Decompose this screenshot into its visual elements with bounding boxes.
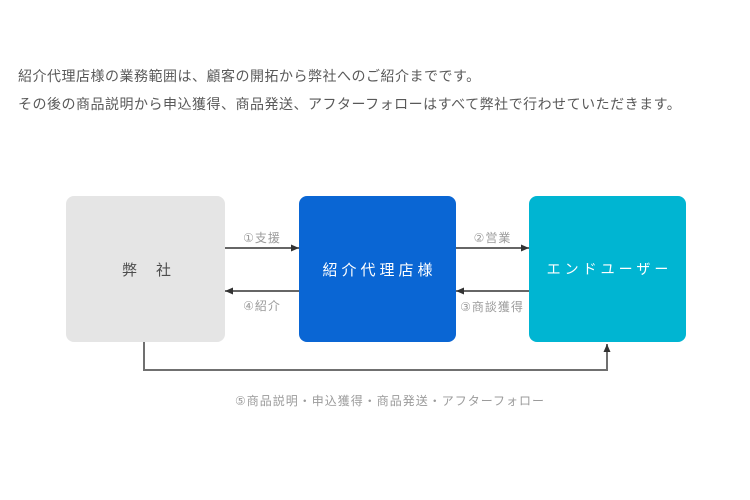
node-end-user-label: エンドユーザー <box>546 261 673 277</box>
node-end-user: エンドユーザー <box>529 196 686 342</box>
arrow-label-sales: ②営業 <box>473 231 512 245</box>
arrow-label-meeting: ③商談獲得 <box>460 300 524 314</box>
node-agency-label: 紹介代理店様 <box>322 261 437 279</box>
node-our-company-label: 弊 社 <box>121 261 173 279</box>
intro-line-2: その後の商品説明から申込獲得、商品発送、アフターフォローはすべて弊社で行わせてい… <box>18 96 682 112</box>
arrow-label-fulfillment: ⑤商品説明・申込獲得・商品発送・アフターフォロー <box>234 394 546 408</box>
intro-text: 紹介代理店様の業務範囲は、顧客の開拓から弊社へのご紹介までです。 その後の商品説… <box>18 62 738 118</box>
arrow-label-referral: ④紹介 <box>243 299 281 313</box>
node-our-company: 弊 社 <box>66 196 225 342</box>
node-agency: 紹介代理店様 <box>299 196 456 342</box>
intro-line-1: 紹介代理店様の業務範囲は、顧客の開拓から弊社へのご紹介までです。 <box>18 68 481 84</box>
arrow-label-support: ①支援 <box>243 231 281 245</box>
arrow-fulfillment-up-icon <box>143 341 611 371</box>
